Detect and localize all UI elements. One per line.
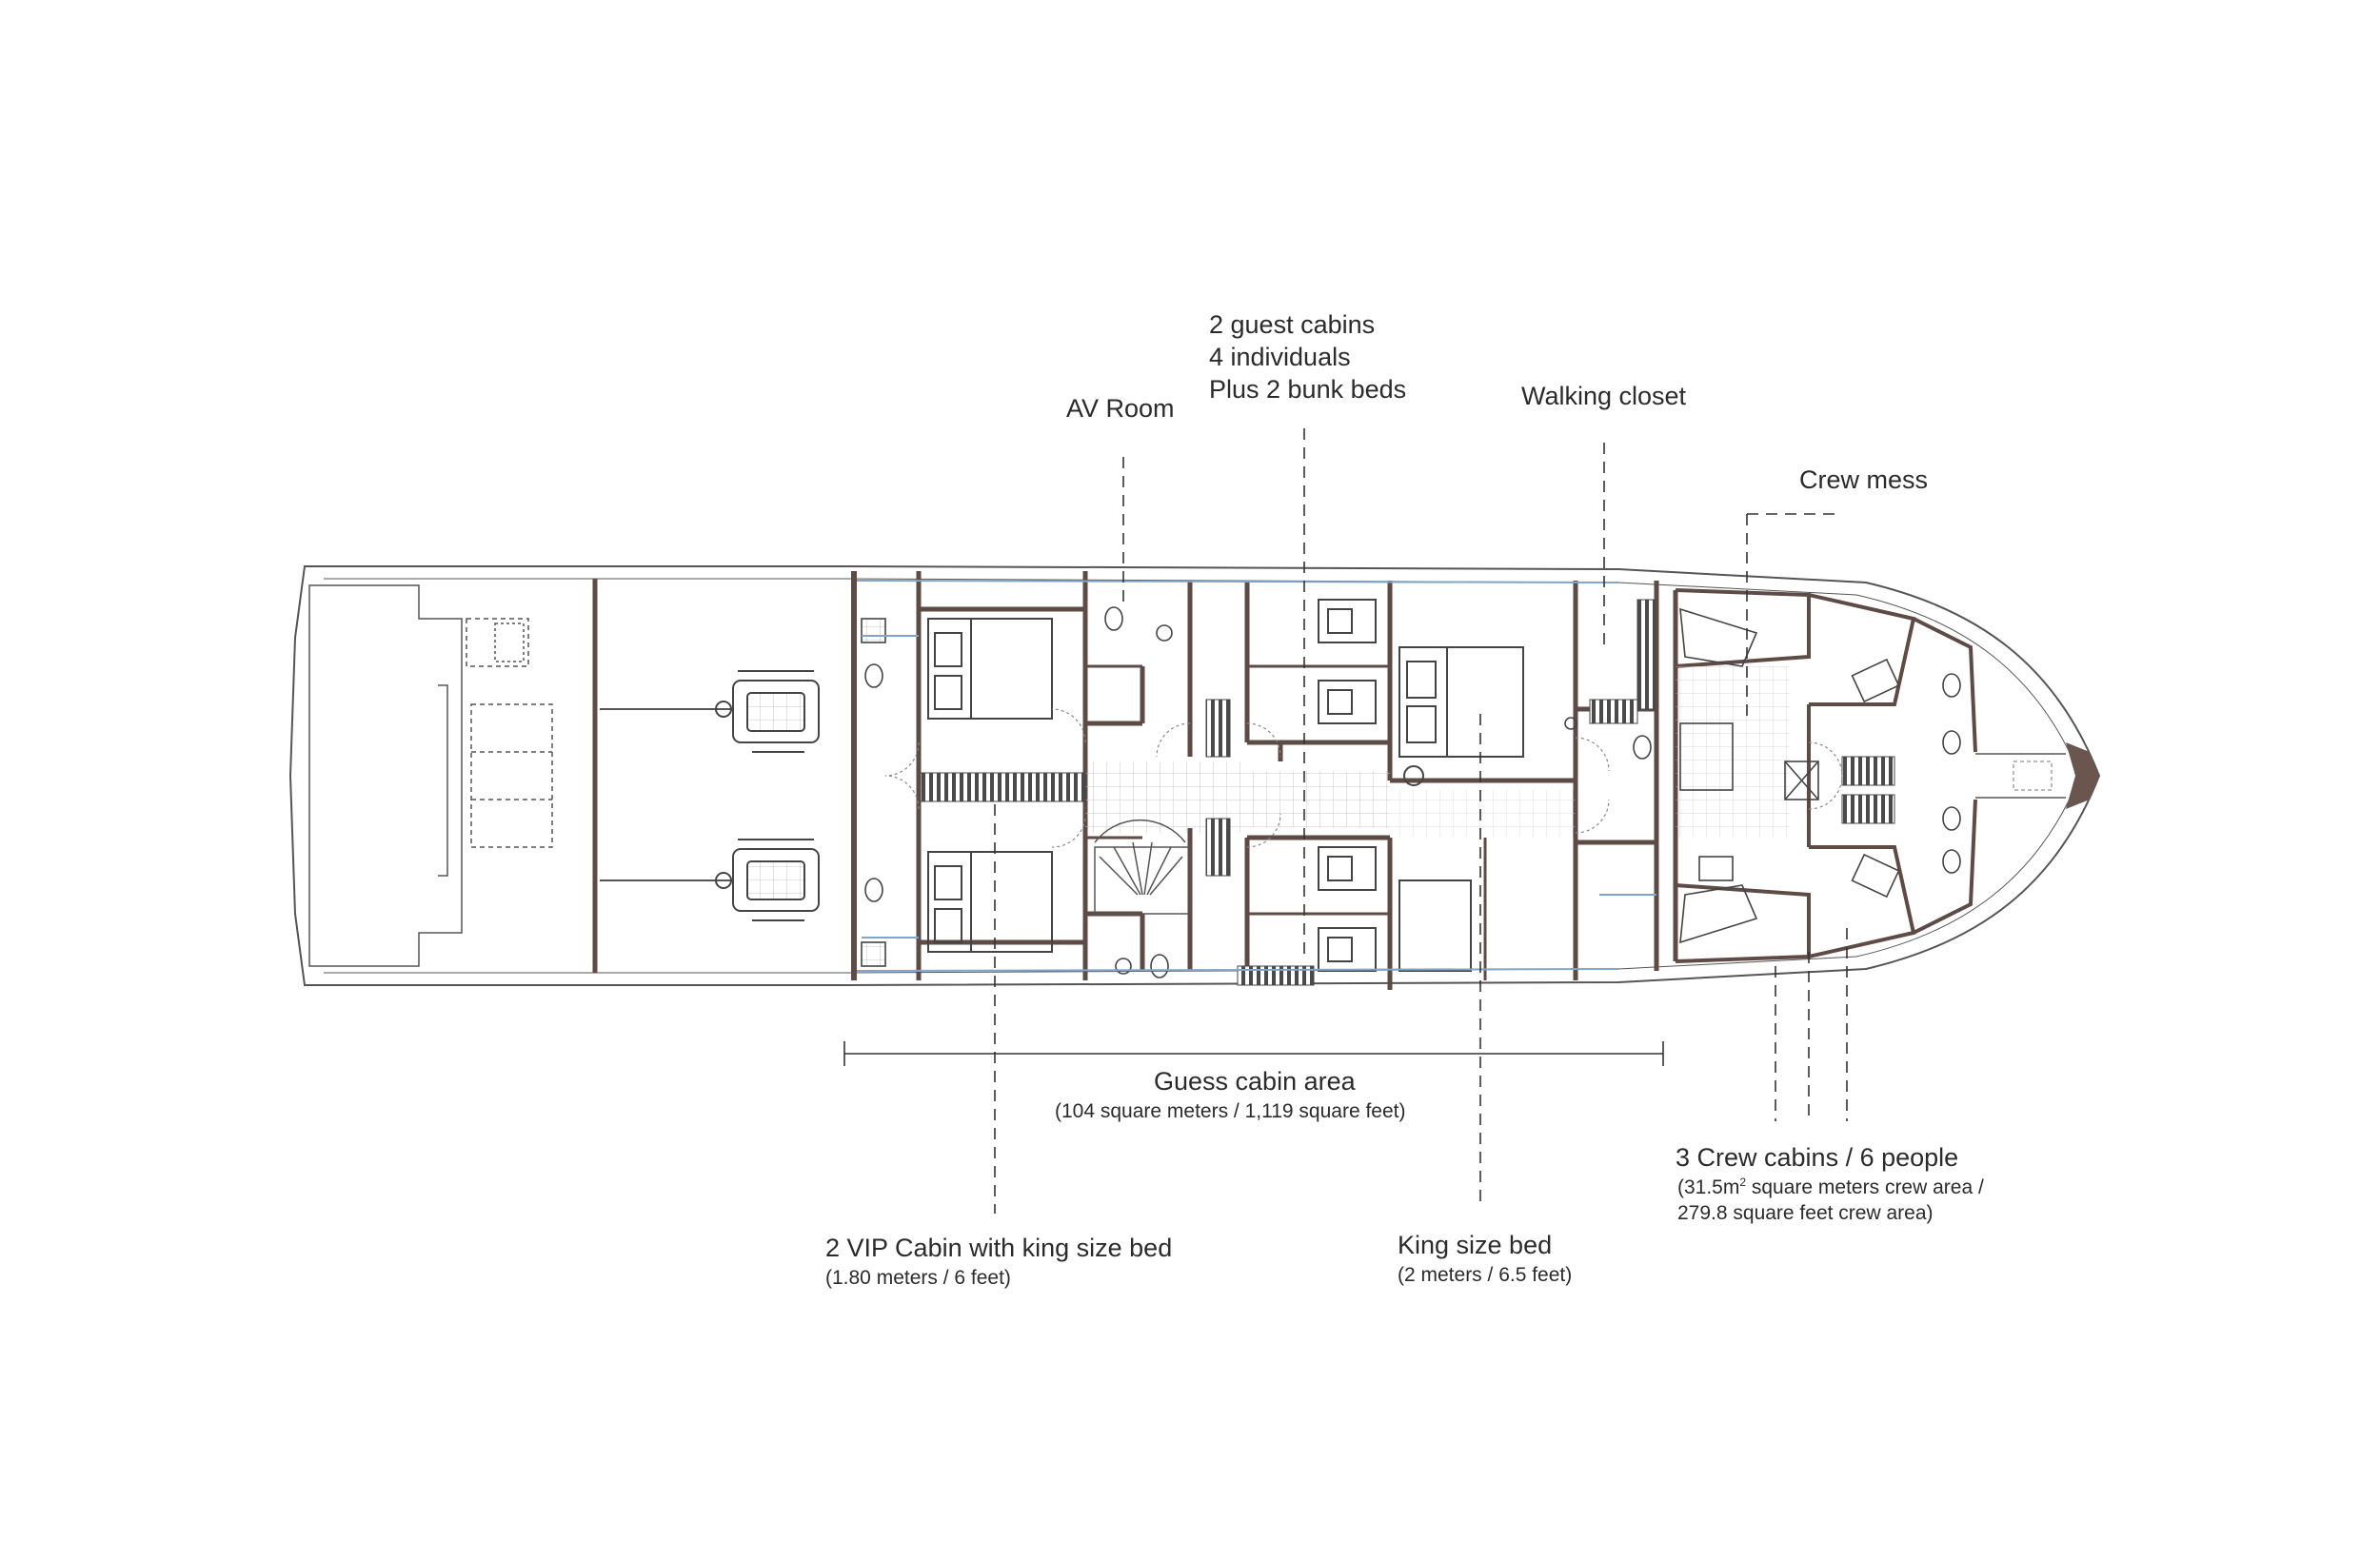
guest-single-beds — [1318, 599, 1472, 972]
guest-cabins-line-2: 4 individuals — [1209, 342, 1351, 371]
door-swings — [884, 708, 1843, 848]
engine-starboard — [715, 839, 820, 921]
crew-fixtures — [1679, 607, 1900, 944]
engine-port — [715, 670, 820, 753]
cabin-area-dimension — [843, 1041, 1664, 1066]
crew-mess-label: Crew mess — [1799, 465, 1929, 494]
grating-strip — [920, 772, 1086, 802]
guest-cabins-line-1: 2 guest cabins — [1209, 310, 1376, 339]
bathroom-fixtures — [861, 606, 1961, 978]
crew-area-rest: square meters crew area / — [1746, 1176, 1984, 1198]
cabin-area-title: Guess cabin area — [1154, 1067, 1356, 1096]
crew-area-line-1: (31.5m2 square meters crew area / — [1677, 1176, 1984, 1200]
vip-cabin-title: 2 VIP Cabin with king size bed — [825, 1234, 1173, 1262]
king-bed — [1398, 646, 1524, 786]
spiral-staircase — [1094, 819, 1191, 915]
walking-closet-label: Walking closet — [1521, 382, 1687, 410]
guest-cabins-line-3: Plus 2 bunk beds — [1209, 374, 1407, 404]
vip-cabin-size: (1.80 meters / 6 feet) — [825, 1267, 1011, 1289]
stern-platform — [308, 584, 553, 967]
crew-area-line-2: 279.8 square feet crew area) — [1677, 1202, 1934, 1224]
crew-area — [1675, 588, 1977, 963]
crew-area-sup: 2 — [1739, 1176, 1747, 1189]
crew-cabins-title: 3 Crew cabins / 6 people — [1676, 1143, 1959, 1172]
av-room-label: AV Room — [1066, 394, 1175, 423]
crew-area-value: (31.5m — [1677, 1176, 1740, 1198]
bow-tip — [2066, 742, 2099, 809]
king-bed-size: (2 meters / 6.5 feet) — [1398, 1264, 1573, 1286]
cabin-area-size: (104 square meters / 1,119 square feet) — [1055, 1100, 1406, 1122]
engine-room — [592, 571, 857, 980]
accommodation-walls — [916, 571, 1678, 990]
plumbing-lines — [856, 580, 1656, 972]
king-bed-title: King size bed — [1398, 1231, 1553, 1259]
guest-cabins-label: 2 guest cabins 4 individuals Plus 2 bunk… — [1209, 309, 1406, 405]
vip-bed-starboard — [927, 851, 1053, 953]
bow-hatch — [2013, 761, 2053, 791]
callout-leaders — [994, 428, 1848, 1214]
vip-bed-port — [927, 618, 1053, 720]
